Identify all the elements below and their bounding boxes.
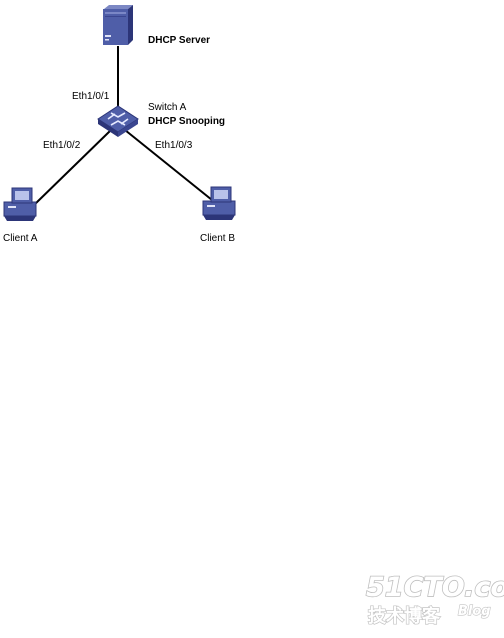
- watermark-site: 51CTO.com: [366, 572, 504, 603]
- watermark-subtitle: 技术博客: [368, 605, 441, 627]
- link-switch-client-a: [33, 129, 112, 206]
- port-label-eth1-0-2: Eth1/0/2: [43, 140, 81, 151]
- client-b-pc-icon: [202, 186, 236, 220]
- server-label: DHCP Server: [148, 35, 210, 46]
- client-a-label: Client A: [3, 233, 38, 244]
- client-b-label: Client B: [200, 233, 235, 244]
- server-icon: [103, 5, 133, 45]
- watermark-blog: Blog: [458, 604, 491, 619]
- port-label-eth1-0-3: Eth1/0/3: [155, 140, 193, 151]
- link-switch-client-b: [124, 129, 213, 201]
- switch-name-label: Switch A: [148, 102, 187, 113]
- port-label-eth1-0-1: Eth1/0/1: [72, 91, 110, 102]
- client-a-pc-icon: [3, 187, 37, 221]
- switch-icon: [97, 105, 139, 137]
- switch-role-label: DHCP Snooping: [148, 116, 225, 127]
- site-watermark: 51CTO.com 技术博客 Blog: [365, 571, 504, 628]
